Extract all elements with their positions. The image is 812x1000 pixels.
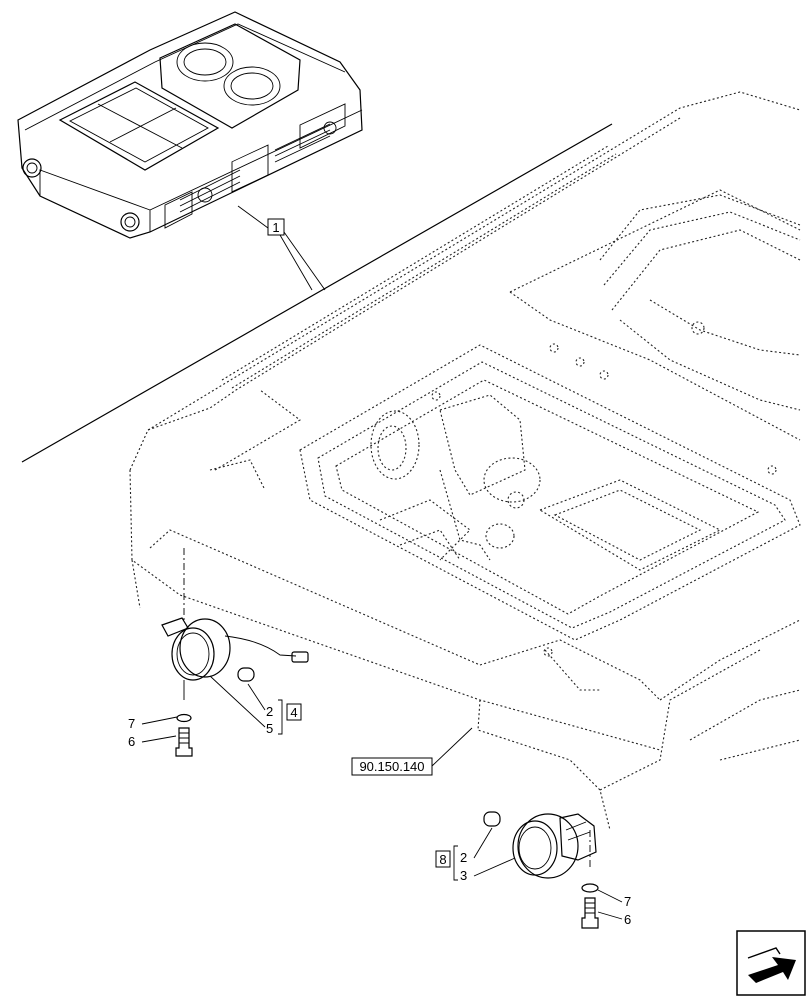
reference-code[interactable]: 90.150.140 [351, 727, 473, 776]
work-lamp-left [161, 617, 309, 700]
callout-label-bulb-right: 2 [460, 850, 467, 865]
reference-code-label: 90.150.140 [359, 759, 424, 774]
bulb-left [237, 667, 255, 682]
callout-screw-right[interactable]: 6 [597, 911, 631, 927]
work-lamp-right [512, 813, 597, 879]
screw-left [175, 727, 193, 757]
callout-label-group-right: 8 [439, 852, 446, 867]
callout-label-cab-roof: 1 [272, 220, 279, 235]
callout-group-right[interactable]: 8 [435, 845, 458, 881]
cab-roof-inset [17, 11, 363, 239]
callout-label-group-left: 4 [290, 705, 297, 720]
separator-line [21, 123, 613, 463]
next-page-arrow-icon[interactable] [736, 930, 806, 996]
callout-bulb-right[interactable]: 2 [460, 827, 493, 865]
callout-label-body-right: 3 [460, 868, 467, 883]
cab-roof-main-view [129, 91, 801, 831]
callout-body-left[interactable]: 5 [209, 675, 273, 736]
callout-bulb-left[interactable]: 2 [247, 683, 273, 719]
callout-body-right[interactable]: 3 [460, 857, 516, 883]
callout-label-washer-left: 7 [128, 716, 135, 731]
screw-right [581, 897, 599, 929]
callout-label-washer-right: 7 [624, 894, 631, 909]
washer-right [581, 883, 599, 893]
callout-group-left[interactable]: 4 [278, 699, 302, 735]
callout-washer-right[interactable]: 7 [597, 889, 631, 909]
callout-label-screw-right: 6 [624, 912, 631, 927]
callout-label-body-left: 5 [266, 721, 273, 736]
callout-screw-left[interactable]: 6 [128, 734, 177, 749]
callout-cab-roof[interactable]: 1 [237, 205, 326, 291]
callout-label-screw-left: 6 [128, 734, 135, 749]
callout-washer-left[interactable]: 7 [128, 716, 178, 731]
bulb-right [483, 811, 501, 827]
callout-label-bulb-left: 2 [266, 704, 273, 719]
washer-left [176, 713, 192, 723]
